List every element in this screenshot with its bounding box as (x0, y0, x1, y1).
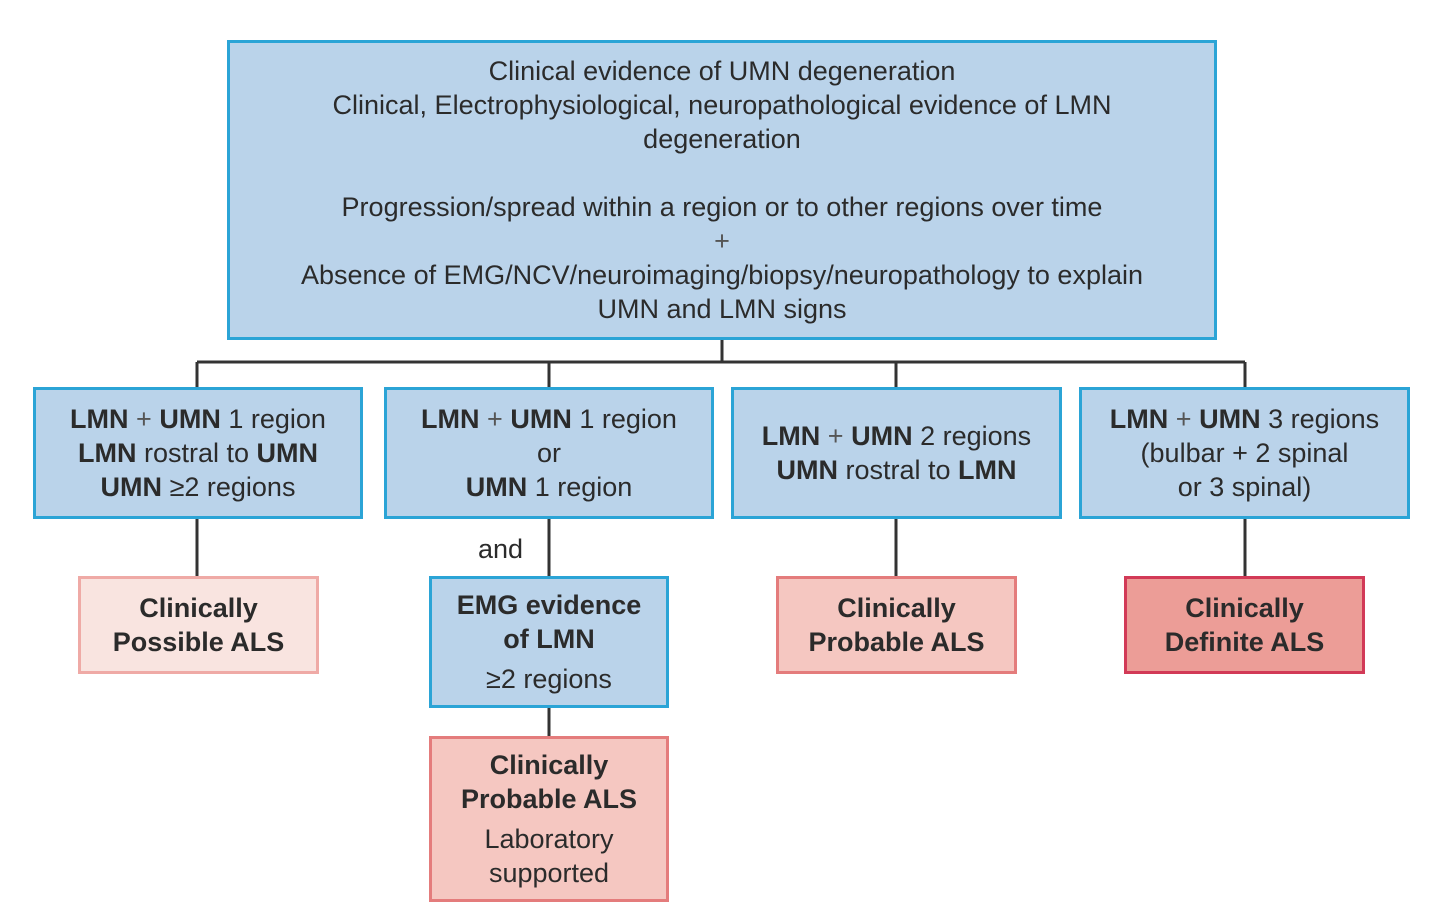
result-definite-als: Clinically Definite ALS (1124, 576, 1365, 674)
result-definite-line-1: Clinically (1185, 593, 1304, 623)
emg-line-1: EMG evidence (456, 590, 642, 620)
col3-criteria-box: LMN + UMN 2 regions UMN rostral to LMN (731, 387, 1062, 519)
col1-criteria-line-1: LMN + UMN 1 region (70, 404, 326, 434)
root-line-6: Absence of EMG/NCV/neuroimaging/biopsy/n… (301, 260, 1143, 290)
col1-criteria-line-3: UMN ≥2 regions (100, 472, 296, 502)
col2-criteria-line-2: or (536, 438, 561, 468)
result-possible-line-1: Clinically (139, 593, 258, 623)
result-probable-line-2: Probable ALS (808, 627, 985, 657)
and-label: and (478, 534, 524, 564)
root-line-2: Clinical, Electrophysiological, neuropat… (332, 90, 1112, 120)
result-lab-line-1: Clinically (489, 750, 609, 780)
col4-criteria-line-1: LMN + UMN 3 regions (1109, 404, 1380, 434)
root-line-5: + (714, 226, 730, 256)
result-probable-line-1: Clinically (837, 593, 956, 623)
result-possible-line-2: Possible ALS (112, 627, 285, 657)
result-probable-als: Clinically Probable ALS (776, 576, 1017, 674)
col3-criteria-line-2: UMN rostral to LMN (776, 455, 1017, 485)
emg-evidence-box: EMG evidence of LMN ≥2 regions (429, 576, 669, 708)
col4-criteria-box: LMN + UMN 3 regions (bulbar + 2 spinal o… (1079, 387, 1410, 519)
root-line-4: Progression/spread within a region or to… (341, 192, 1103, 222)
root-criteria-box: Clinical evidence of UMN degeneration Cl… (227, 40, 1217, 340)
col2-criteria-line-1: LMN + UMN 1 region (421, 404, 677, 434)
root-line-1: Clinical evidence of UMN degeneration (488, 56, 956, 86)
root-line-7: UMN and LMN signs (597, 294, 847, 324)
col2-criteria-line-3: UMN 1 region (465, 472, 633, 502)
emg-line-3: ≥2 regions (486, 664, 612, 694)
col1-criteria-line-2: LMN rostral to UMN (77, 438, 319, 468)
result-lab-line-3: Laboratory (484, 824, 614, 854)
col2-criteria-box: LMN + UMN 1 region or UMN 1 region (384, 387, 714, 519)
result-probable-lab-supported-als: Clinically Probable ALS Laboratory suppo… (429, 736, 669, 902)
col1-criteria-box: LMN + UMN 1 region LMN rostral to UMN UM… (33, 387, 363, 519)
emg-line-2: of LMN (503, 624, 595, 654)
col3-criteria-line-1: LMN + UMN 2 regions (761, 421, 1032, 451)
result-lab-line-4: supported (488, 858, 610, 888)
result-possible-als: Clinically Possible ALS (78, 576, 319, 674)
col4-criteria-line-3: or 3 spinal) (1177, 472, 1312, 502)
col4-criteria-line-2: (bulbar + 2 spinal (1140, 438, 1349, 468)
root-line-3: degeneration (643, 124, 801, 154)
result-definite-line-2: Definite ALS (1164, 627, 1325, 657)
result-lab-line-2: Probable ALS (460, 784, 638, 814)
